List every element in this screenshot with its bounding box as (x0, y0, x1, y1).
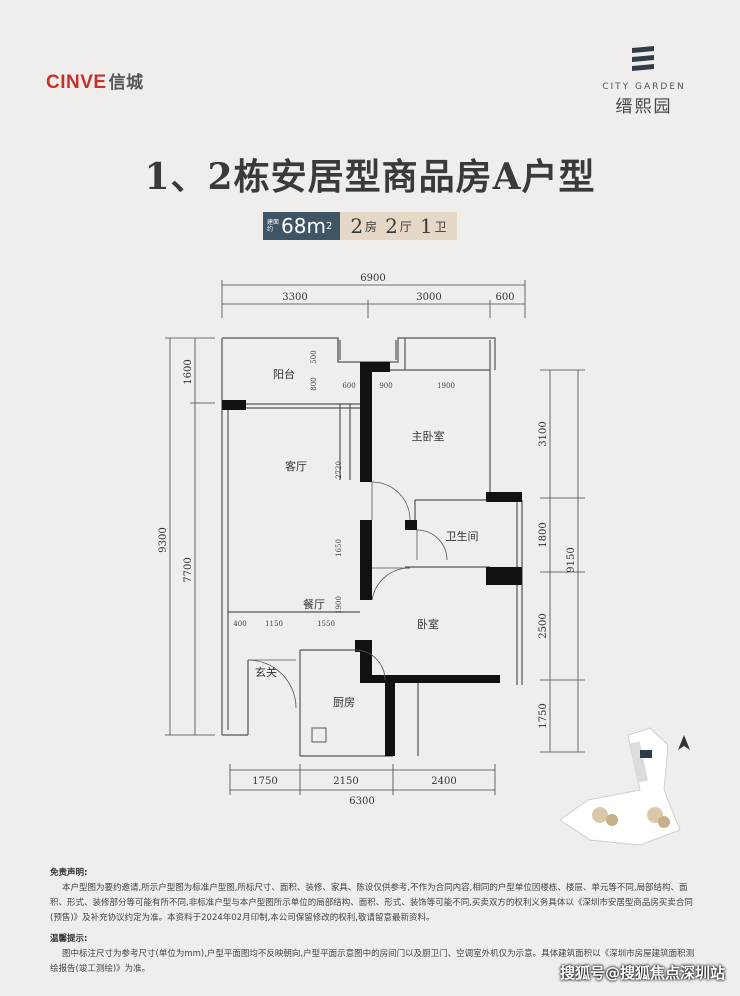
bath-count: 1 (419, 214, 433, 238)
page-title: 1、2栋安居型商品房A户型 (144, 156, 596, 198)
city-garden-en: CITY GARDEN (602, 82, 686, 92)
tips-text: 图中标注尺寸为参考尺寸(单位为mm),户型平面图均不反映朝向,户型平面示意图中的… (50, 949, 695, 974)
city-garden-cn: 缙熙园 (615, 97, 673, 117)
dim-right-3: 2500 (538, 613, 549, 638)
dim-left-total: 9300 (158, 527, 169, 552)
room-master: 主卧室 (412, 429, 445, 443)
dim-small-11: 1550 (317, 620, 335, 628)
dim-top-1: 3300 (282, 292, 307, 303)
room-balcony: 阳台 (273, 367, 295, 381)
watermark: 搜狐号@搜狐焦点深圳站 (560, 964, 726, 982)
cinve-logo-cn: 信城 (108, 73, 144, 93)
room-kitchen: 厨房 (333, 696, 355, 709)
dim-bottom-total: 6300 (349, 796, 374, 807)
dim-small-2: 800 (310, 377, 318, 390)
disclaimer-heading: 免责声明: (50, 868, 88, 878)
dim-small-8: 1900 (335, 596, 343, 614)
dim-bottom-3: 2400 (431, 776, 456, 787)
area-label: 建面约 (267, 219, 280, 233)
dim-small-7: 1650 (335, 539, 343, 557)
site-key-plan (559, 727, 690, 846)
dim-top-total: 6900 (360, 273, 385, 284)
dim-right-total: 9150 (566, 547, 577, 572)
dim-small-9: 400 (233, 620, 246, 628)
dim-right-1: 3100 (538, 421, 549, 446)
room-foyer: 玄关 (255, 665, 277, 679)
room-bath: 卫生间 (446, 529, 479, 543)
tips-heading: 温馨提示: (50, 934, 88, 944)
room-living: 客厅 (285, 459, 307, 473)
room-bedroom: 卧室 (417, 617, 439, 631)
living-unit: 厅 (399, 219, 412, 234)
area-sup: 2 (325, 220, 333, 232)
bedroom-count: 2 (350, 214, 364, 238)
dimension-labels: 6900 3300 3000 600 1750 2150 2400 6300 9… (158, 273, 577, 807)
dim-small-3: 600 (342, 382, 355, 390)
dim-bottom-1: 1750 (252, 776, 277, 787)
dim-left-1: 1600 (183, 359, 194, 384)
bedroom-unit: 房 (365, 219, 378, 234)
city-garden-emblem-icon (632, 46, 654, 71)
kitchen-sink (311, 727, 327, 743)
floor-plan: 6900 3300 3000 600 1750 2150 2400 6300 9… (158, 273, 690, 846)
dim-small-6: 2720 (335, 461, 343, 479)
area-value: 68m (281, 214, 326, 238)
room-labels: 阳台 客厅 主卧室 卫生间 餐厅 卧室 玄关 厨房 (255, 367, 479, 709)
disclaimer-section: 免责声明: 本户型图为要约邀请,所示户型图为标准户型图,所标尺寸、面积、装修、家… (50, 866, 700, 977)
cinve-logo-text: CINVE (46, 72, 107, 93)
north-arrow-icon (678, 735, 690, 750)
dim-top-3: 600 (495, 292, 514, 303)
dimension-lines (165, 280, 585, 795)
dim-small-1: 500 (310, 350, 318, 363)
room-dining: 餐厅 (303, 597, 325, 611)
door-swings (247, 481, 448, 709)
bath-unit: 卫 (434, 219, 447, 234)
living-count: 2 (385, 214, 398, 238)
dim-small-10: 1150 (265, 620, 283, 628)
dim-right-2: 1800 (538, 522, 549, 547)
thick-walls (222, 362, 522, 756)
disclaimer-text: 本户型图为要约邀请,所示户型图为标准户型图,所标尺寸、面积、装修、家具、陈设仅供… (50, 883, 693, 923)
dim-small-4: 900 (379, 382, 392, 390)
dim-small-5: 1900 (437, 382, 455, 390)
dim-right-4: 1750 (538, 703, 549, 728)
dim-bottom-2: 2150 (333, 776, 358, 787)
dim-top-2: 3000 (416, 292, 441, 303)
city-garden-logo: CITY GARDEN 缙熙园 (588, 44, 700, 117)
dim-left-2: 7700 (183, 557, 194, 582)
